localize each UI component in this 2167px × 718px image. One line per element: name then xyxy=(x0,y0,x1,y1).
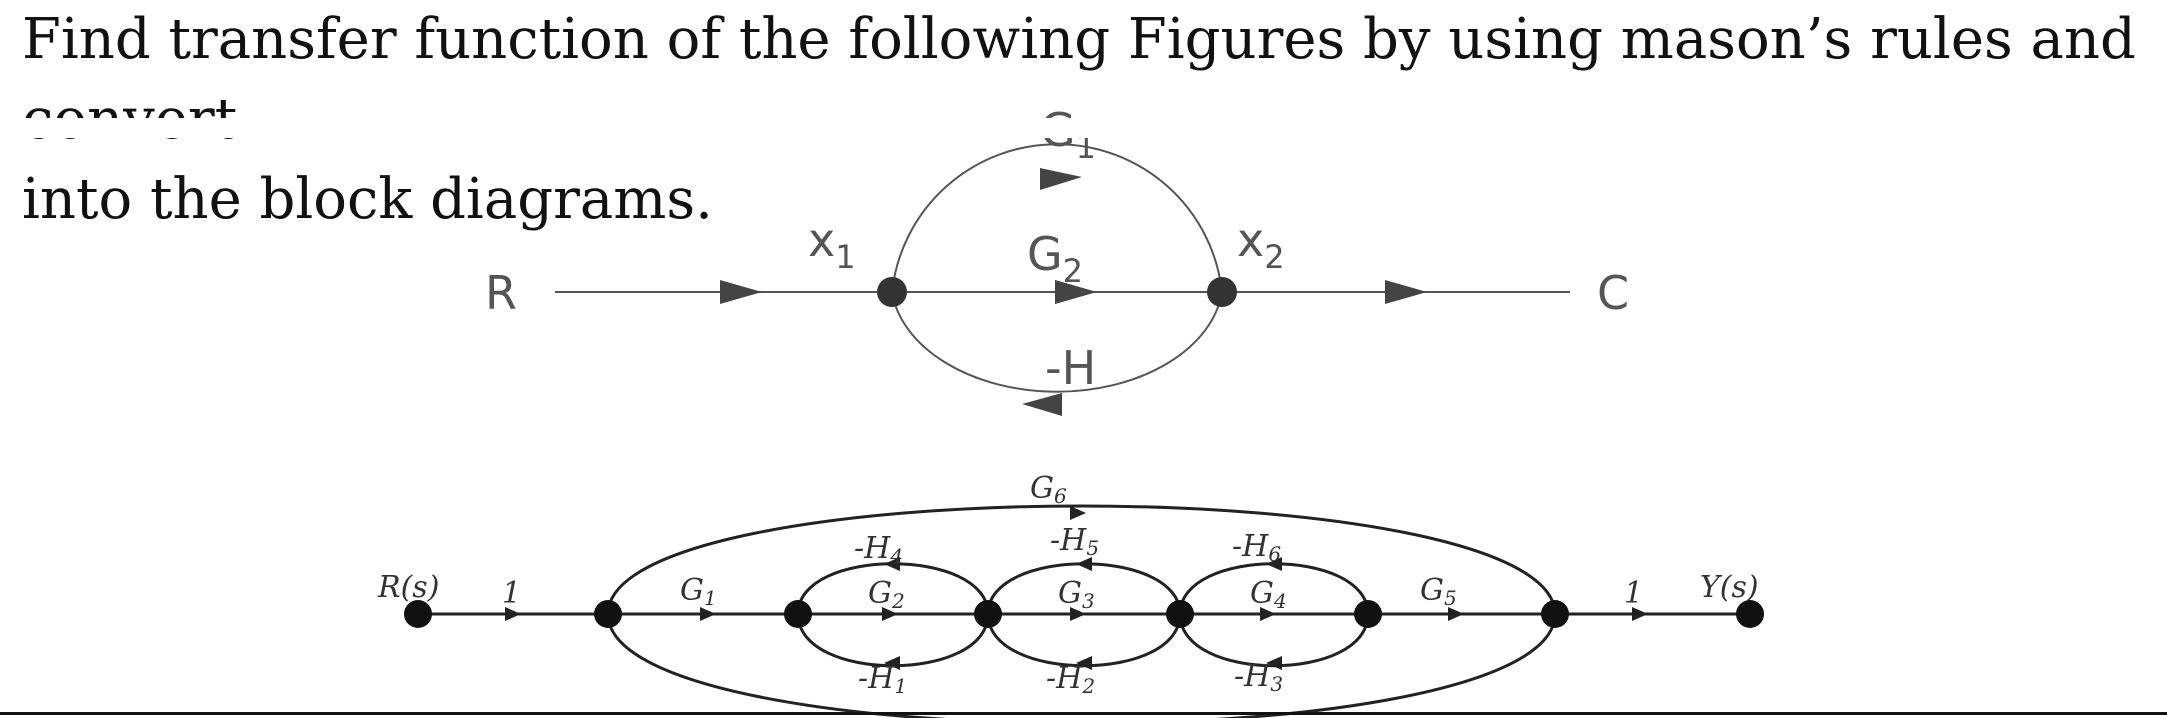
arrow-h4 xyxy=(884,557,900,571)
label-g6-f2: G6 xyxy=(1030,471,1067,508)
label-ys: Y(s) xyxy=(1700,570,1759,605)
branch-h-arc xyxy=(891,291,1223,393)
node-n4 xyxy=(1166,600,1194,628)
arrow-h3 xyxy=(1266,656,1282,670)
arrow-input-1 xyxy=(505,607,521,621)
question-text: Find transfer function of the following … xyxy=(22,0,2142,240)
label-h6: -H6 xyxy=(1232,529,1281,566)
arrow-g2 xyxy=(1055,280,1097,304)
label-g1-f2: G1 xyxy=(680,573,717,610)
branch-h3 xyxy=(1178,613,1370,668)
label-rs: R(s) xyxy=(377,570,439,605)
figure-2: R(s) 1 1 Y(s) G1 G2 G3 G4 G5 G6 -H4 -H5 … xyxy=(377,471,1764,718)
arrow-g5-f2 xyxy=(1448,607,1464,621)
branch-h1 xyxy=(796,613,990,668)
node-x2 xyxy=(1207,277,1237,307)
branch-g1-arc xyxy=(891,143,1223,293)
node-n6 xyxy=(1541,600,1569,628)
figure-1: R C x1 x2 G1 G2 -H xyxy=(485,103,1629,416)
arrow-g2-f2 xyxy=(882,607,898,621)
label-h4: -H4 xyxy=(854,531,903,568)
bottom-divider xyxy=(0,712,2167,715)
arrow-g3-f2 xyxy=(1070,607,1086,621)
arrow-h xyxy=(1022,393,1062,416)
branch-g6 xyxy=(606,504,1557,615)
arrow-h2 xyxy=(1076,656,1092,670)
arrow-g1-f2 xyxy=(700,607,716,621)
node-rs xyxy=(404,600,432,628)
arrow-g6 xyxy=(1070,506,1086,520)
node-n3 xyxy=(974,600,1002,628)
label-x1: x1 xyxy=(808,213,856,276)
label-h1: -H1 xyxy=(858,661,907,698)
label-g2-f2: G2 xyxy=(868,576,905,613)
branch-h2 xyxy=(986,613,1182,668)
arrow-x2-c xyxy=(1385,280,1427,304)
label-x2: x2 xyxy=(1237,213,1285,276)
question-line-2: into the block diagrams. xyxy=(22,167,713,232)
node-n2 xyxy=(784,600,812,628)
label-g2: G2 xyxy=(1027,227,1083,290)
label-input-gain: 1 xyxy=(502,576,521,611)
arrow-g1 xyxy=(1040,168,1082,190)
label-output-gain: 1 xyxy=(1624,576,1643,611)
label-g3-f2: G3 xyxy=(1058,576,1095,613)
branch-bottom-outer xyxy=(606,613,1557,718)
arrow-h5 xyxy=(1076,557,1092,571)
arrow-h1 xyxy=(884,656,900,670)
label-g5-f2: G5 xyxy=(1420,573,1457,610)
arrow-g4-f2 xyxy=(1260,607,1276,621)
label-h3: -H3 xyxy=(1234,659,1283,696)
node-n1 xyxy=(594,600,622,628)
node-n5 xyxy=(1354,600,1382,628)
label-g4-f2: G4 xyxy=(1250,576,1287,613)
label-minus-h: -H xyxy=(1045,341,1096,395)
arrow-r-x1 xyxy=(720,280,762,304)
arrow-h6 xyxy=(1266,557,1282,571)
label-c: C xyxy=(1597,266,1629,320)
label-h2: -H2 xyxy=(1046,661,1095,698)
arrow-output-1 xyxy=(1632,607,1648,621)
node-ys xyxy=(1736,600,1764,628)
node-x1 xyxy=(877,277,907,307)
label-r: R xyxy=(485,266,517,320)
label-h5: -H5 xyxy=(1050,523,1099,560)
